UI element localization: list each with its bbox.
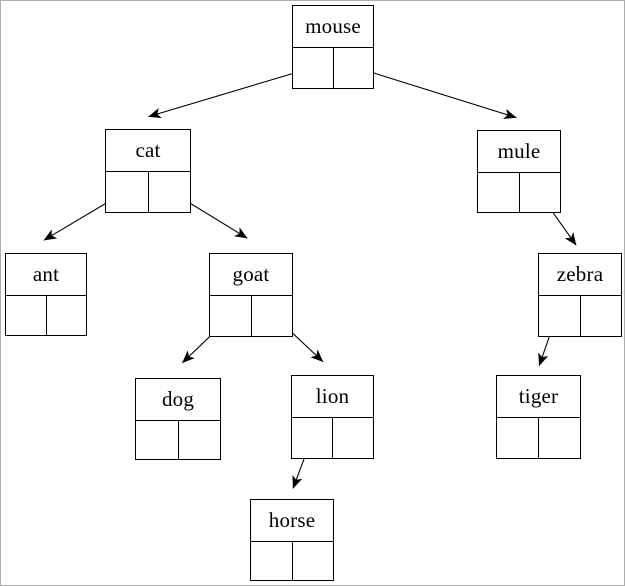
left-pointer-cell xyxy=(106,172,149,212)
right-pointer-cell xyxy=(539,418,580,458)
node-pointer-cells xyxy=(210,296,292,336)
node-label: horse xyxy=(251,500,333,542)
node-pointer-cells xyxy=(497,418,580,458)
tree-node-mule: mule xyxy=(477,130,561,213)
node-pointer-cells xyxy=(6,296,86,335)
tree-node-zebra: zebra xyxy=(538,253,622,337)
left-pointer-cell xyxy=(497,418,539,458)
tree-node-tiger: tiger xyxy=(496,375,581,459)
right-pointer-cell xyxy=(581,296,622,336)
right-pointer-cell xyxy=(334,48,374,88)
tree-node-horse: horse xyxy=(250,499,334,581)
tree-node-ant: ant xyxy=(5,253,87,336)
right-pointer-cell xyxy=(252,296,293,336)
node-label: zebra xyxy=(539,254,621,296)
node-pointer-cells xyxy=(539,296,621,336)
node-pointer-cells xyxy=(292,418,373,458)
node-label: dog xyxy=(136,379,220,421)
left-pointer-cell xyxy=(293,48,334,88)
left-pointer-cell xyxy=(210,296,252,336)
node-label: cat xyxy=(106,130,190,172)
node-pointer-cells xyxy=(478,173,560,212)
left-pointer-cell xyxy=(6,296,47,335)
left-pointer-cell xyxy=(539,296,581,336)
right-pointer-cell xyxy=(179,421,221,459)
tree-node-mouse: mouse xyxy=(292,5,374,89)
edge-mouse-left-cat xyxy=(148,67,313,119)
node-pointer-cells xyxy=(293,48,373,88)
left-pointer-cell xyxy=(292,418,333,458)
right-pointer-cell xyxy=(520,173,561,212)
tree-node-dog: dog xyxy=(135,378,221,460)
node-pointer-cells xyxy=(251,542,333,580)
node-label: lion xyxy=(292,376,373,418)
right-pointer-cell xyxy=(333,418,373,458)
node-label: ant xyxy=(6,254,86,296)
tree-node-cat: cat xyxy=(105,129,191,213)
edge-mouse-right-mule xyxy=(353,66,517,119)
tree-node-lion: lion xyxy=(291,375,374,459)
node-pointer-cells xyxy=(136,421,220,459)
right-pointer-cell xyxy=(47,296,87,335)
tree-node-goat: goat xyxy=(209,253,293,337)
left-pointer-cell xyxy=(478,173,520,212)
right-pointer-cell xyxy=(149,172,191,212)
left-pointer-cell xyxy=(136,421,179,459)
node-label: mouse xyxy=(293,6,373,48)
left-pointer-cell xyxy=(251,542,293,580)
node-label: mule xyxy=(478,131,560,173)
node-label: goat xyxy=(210,254,292,296)
right-pointer-cell xyxy=(293,542,334,580)
node-label: tiger xyxy=(497,376,580,418)
node-pointer-cells xyxy=(106,172,190,212)
